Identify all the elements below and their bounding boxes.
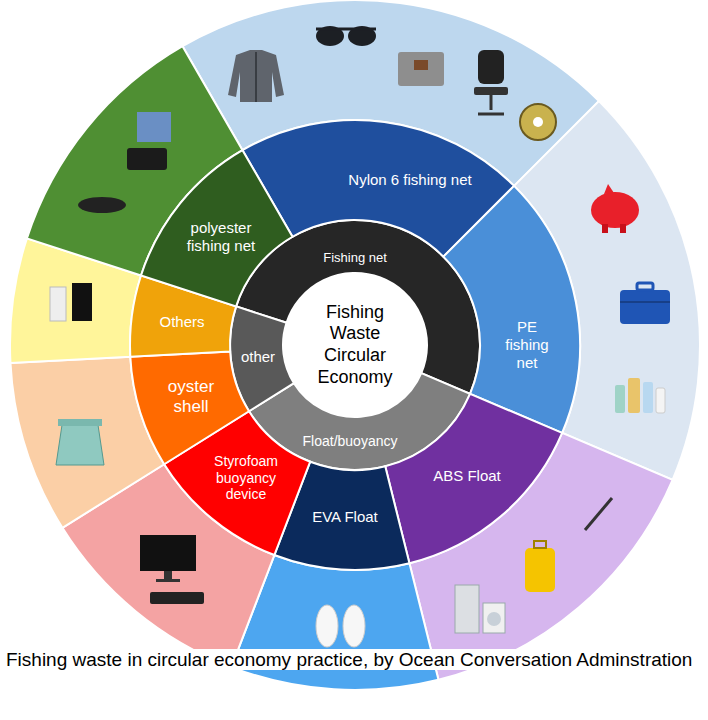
segment-label: EVA Float bbox=[312, 508, 378, 526]
tool-case-icon bbox=[637, 283, 653, 290]
jacket-icon bbox=[228, 50, 284, 102]
segment-label: Float/buoyancy bbox=[303, 433, 398, 450]
material-band-outline bbox=[385, 394, 562, 563]
piggy-bank-icon bbox=[620, 224, 626, 233]
segment-label: Styrofoam buoyancy device bbox=[204, 453, 289, 503]
chair-icon bbox=[478, 113, 504, 116]
monitor-icon bbox=[140, 535, 204, 604]
appliances-icon bbox=[455, 585, 505, 633]
segment-label: polyester fishing net bbox=[179, 219, 264, 255]
appliances-icon bbox=[455, 585, 479, 633]
material-band-outline bbox=[130, 352, 249, 465]
monitor-icon bbox=[156, 579, 180, 582]
tool-case-icon bbox=[620, 301, 670, 303]
material-band: oyster shell bbox=[128, 349, 251, 467]
bags-shoes-icon bbox=[127, 148, 167, 170]
piggy-bank-icon bbox=[591, 184, 639, 233]
sunglasses-icon bbox=[316, 26, 376, 46]
slippers-icon bbox=[316, 605, 338, 647]
segment-label: oyster shell bbox=[160, 377, 222, 418]
stool-icon bbox=[56, 419, 104, 465]
piggy-bank-icon bbox=[591, 192, 639, 228]
material-band: polyester fishing net bbox=[139, 148, 295, 309]
thread-spools-icon bbox=[72, 283, 92, 321]
suitcase-icon bbox=[534, 541, 546, 548]
caption-block: Fishing waste in circular economy practi… bbox=[6, 648, 696, 672]
suitcase-icon bbox=[525, 548, 555, 592]
segment-label: ABS Float bbox=[433, 467, 501, 485]
segment-label: PE fishing net bbox=[497, 318, 557, 372]
bottles-icon bbox=[643, 382, 653, 413]
filament-spool-icon bbox=[520, 104, 556, 140]
thread-spools-icon bbox=[50, 283, 92, 321]
filament-spool-icon bbox=[520, 104, 556, 140]
thread-spools-icon bbox=[50, 287, 66, 321]
segment-label: Fishing net bbox=[323, 250, 387, 266]
segment-label: Nylon 6 fishing net bbox=[348, 171, 471, 189]
bags-shoes-icon bbox=[137, 112, 171, 142]
bottles-icon bbox=[615, 385, 625, 413]
filament-spool-icon bbox=[533, 117, 543, 127]
stool-icon bbox=[56, 425, 104, 465]
slippers-icon bbox=[316, 605, 365, 647]
bottles-icon bbox=[656, 388, 665, 413]
sunglasses-icon bbox=[316, 28, 376, 31]
stool-icon bbox=[58, 419, 102, 426]
appliances-icon bbox=[483, 603, 505, 633]
pen-icon bbox=[585, 498, 612, 530]
felt-bag-icon bbox=[414, 60, 428, 70]
material-band: PE fishing net bbox=[441, 183, 582, 435]
bottles-icon bbox=[615, 378, 665, 413]
material-band-outline bbox=[443, 186, 580, 433]
pen-icon bbox=[585, 498, 612, 530]
appliances-icon bbox=[487, 612, 501, 626]
chair-icon bbox=[474, 50, 508, 114]
jacket-icon bbox=[228, 50, 284, 102]
product-ring bbox=[10, 0, 700, 690]
center-label: Fishing Waste Circular Economy bbox=[305, 302, 405, 388]
bottles-icon bbox=[628, 378, 640, 413]
piggy-bank-icon bbox=[602, 224, 608, 233]
caption-text: Fishing waste in circular economy practi… bbox=[6, 649, 692, 670]
monitor-icon bbox=[150, 592, 204, 604]
bags-shoes-icon bbox=[78, 112, 171, 213]
chair-icon bbox=[478, 50, 504, 84]
tool-case-icon bbox=[620, 283, 670, 324]
chair-icon bbox=[474, 87, 508, 95]
material-band-outline bbox=[141, 150, 292, 306]
felt-bag-icon bbox=[398, 52, 444, 86]
chair-icon bbox=[490, 95, 493, 110]
material-band: ABS Float bbox=[383, 391, 565, 566]
monitor-icon bbox=[140, 535, 196, 571]
segment-label: other bbox=[241, 348, 275, 366]
bags-shoes-icon bbox=[78, 197, 126, 213]
material-band-shape bbox=[441, 183, 582, 435]
tool-case-icon bbox=[620, 290, 670, 324]
suitcase-icon bbox=[525, 541, 555, 592]
jacket-icon bbox=[255, 52, 257, 102]
slippers-icon bbox=[343, 605, 365, 647]
monitor-icon bbox=[164, 571, 172, 579]
felt-bag-icon bbox=[398, 52, 444, 86]
segment-label: Others bbox=[159, 313, 204, 331]
piggy-bank-icon bbox=[604, 184, 614, 194]
